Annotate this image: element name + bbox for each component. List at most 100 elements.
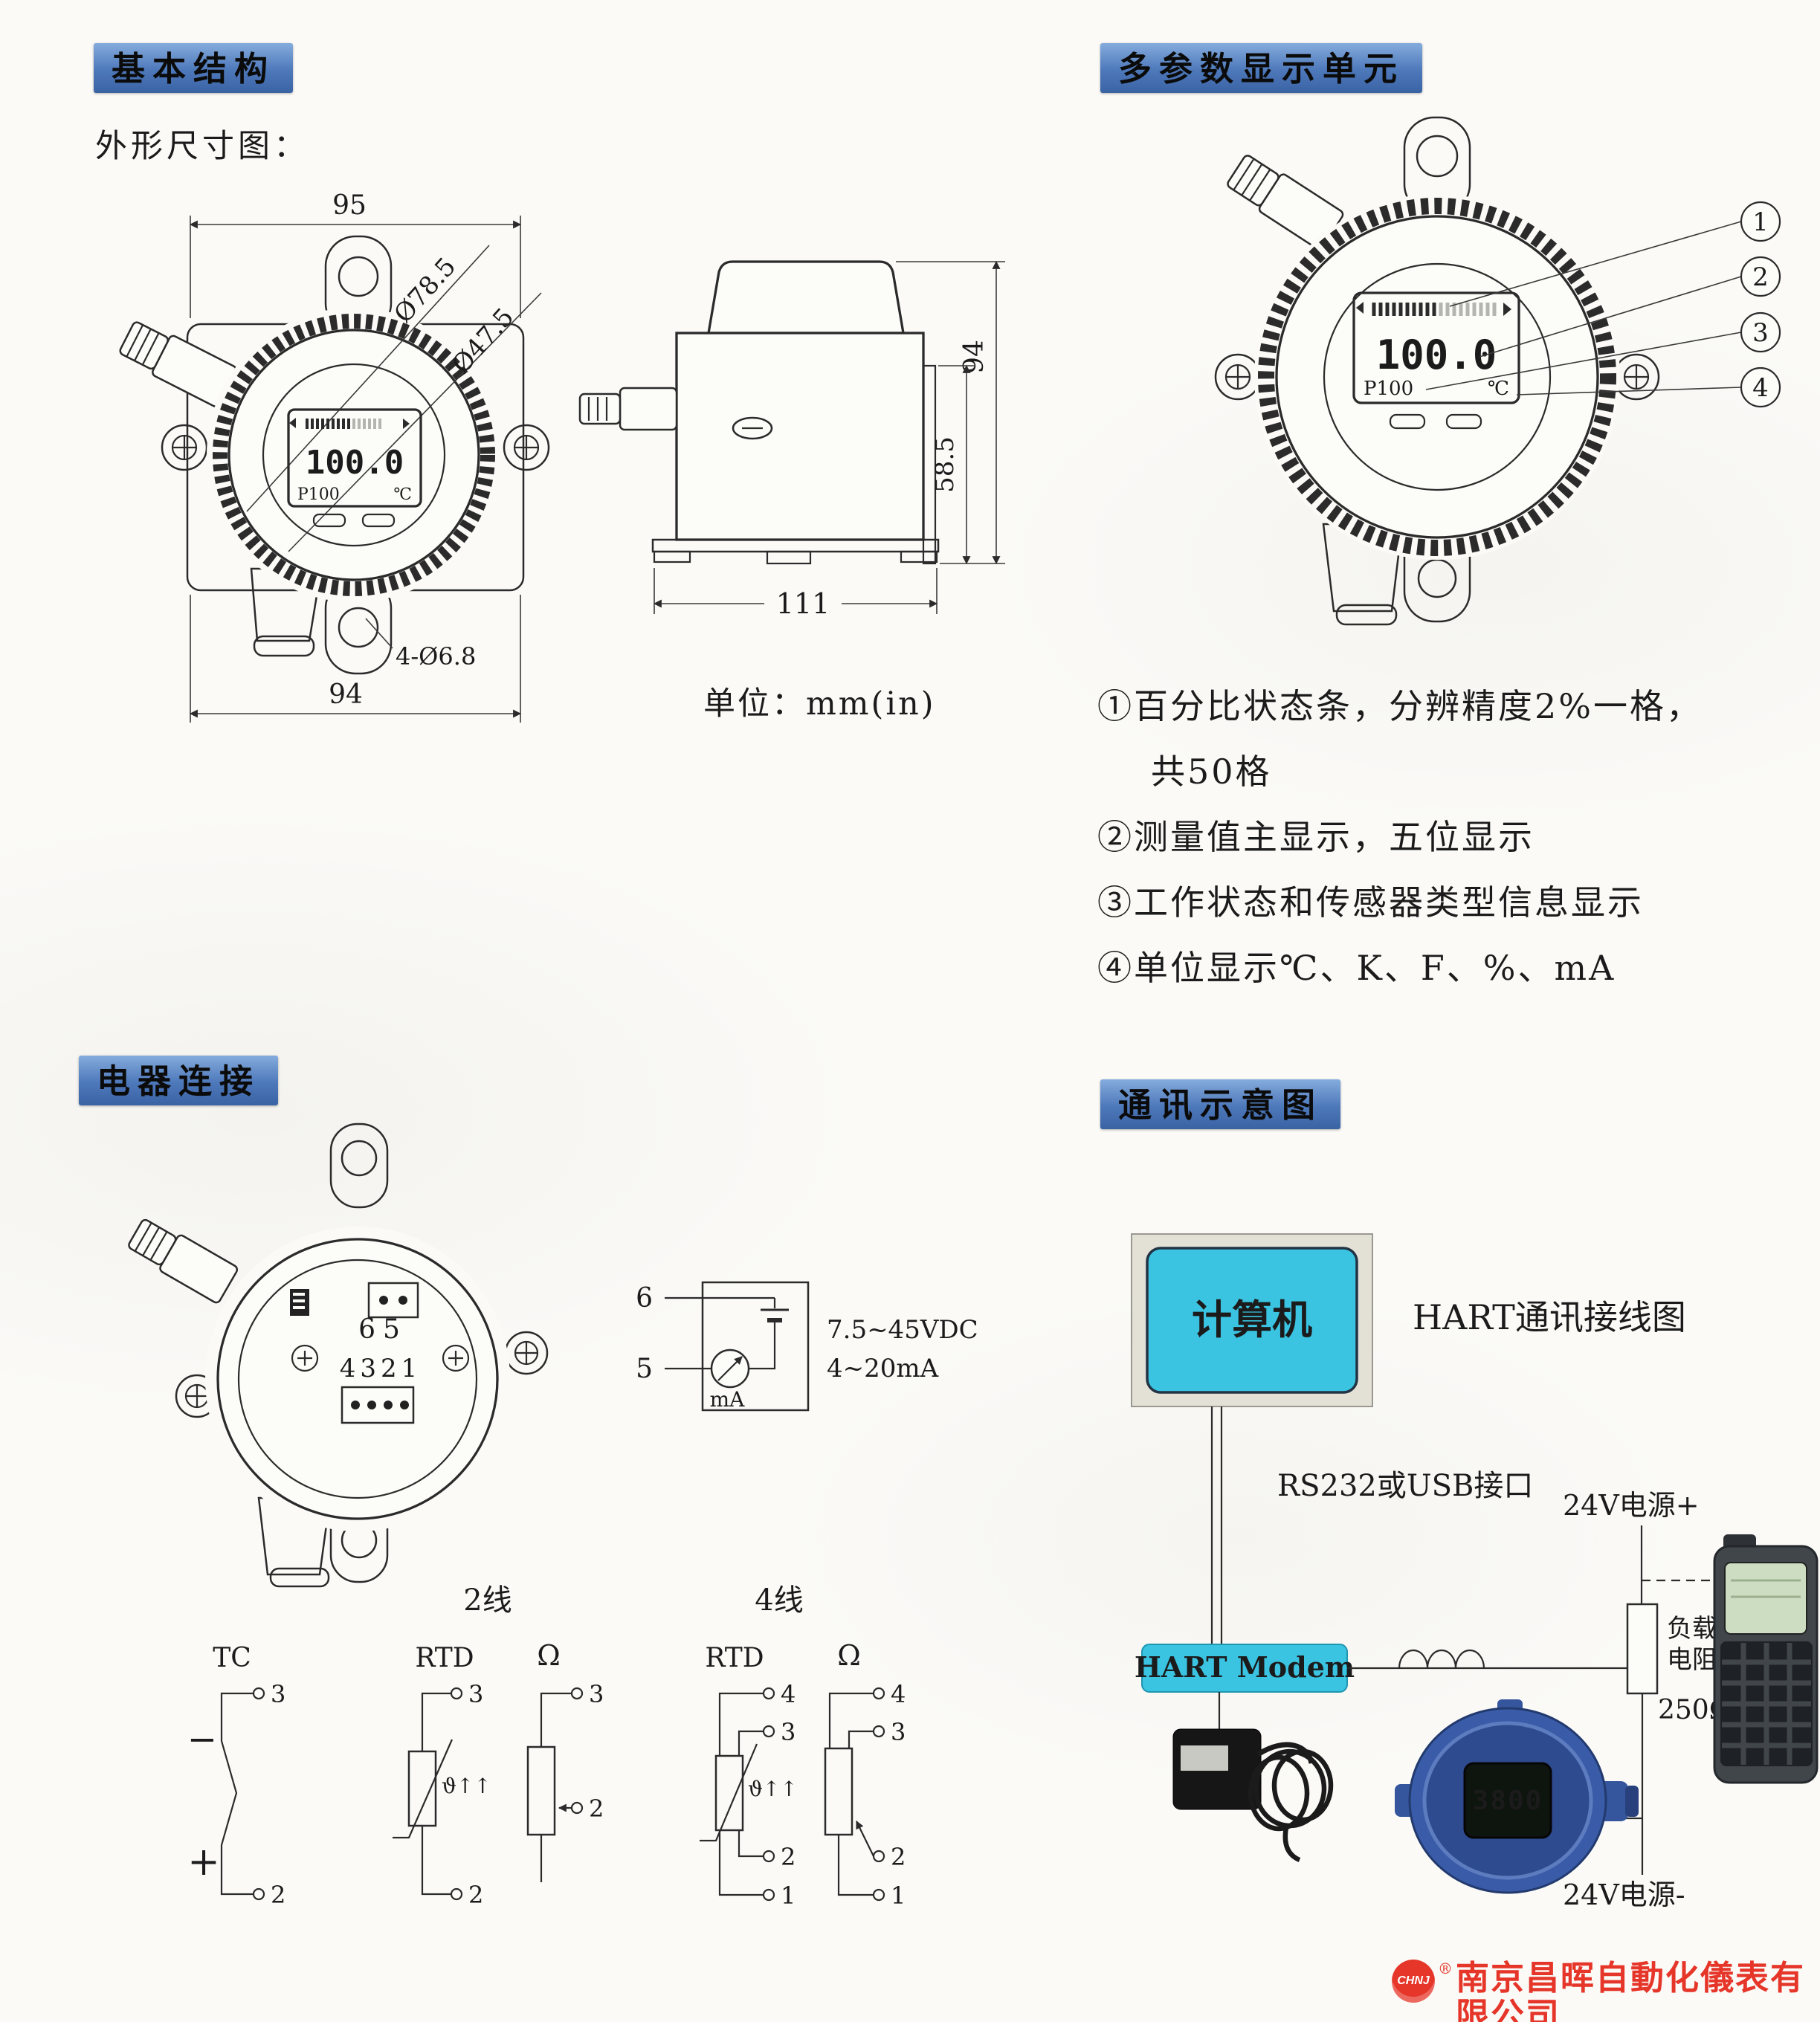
handheld-screen <box>1724 1562 1807 1635</box>
dim-side-body-height-label: 58.5 <box>930 436 960 493</box>
front-button-left <box>312 513 346 528</box>
ohm2-terminal-3: 3 <box>589 1680 604 1708</box>
section-header-display-unit: 多参数显示单元 <box>1100 43 1423 93</box>
board-screw-right-icon <box>442 1344 470 1372</box>
ohm-4wire: Ω 4 3 2 1 <box>824 1639 906 1910</box>
ohm4-terminal-4: 4 <box>891 1680 906 1708</box>
section-header-electrical-connection: 电器连接 <box>79 1056 279 1105</box>
dim-window-diameter-label: Ø47.5 <box>446 303 520 380</box>
dimension-drawings: 100.0 P100 ℃ 95 Ø78.5 Ø47.5 4-Ø6.8 94 <box>119 190 1005 723</box>
load-resistor <box>1626 1603 1659 1695</box>
left-mount-screw-icon <box>1214 353 1262 401</box>
callout-3: 3 <box>1752 318 1769 348</box>
sensor-terminal-block <box>341 1386 415 1424</box>
company-logo: CHNJ <box>1392 1960 1435 2003</box>
rtd2-label: RTD <box>415 1643 474 1673</box>
note-line-5: ④单位显示℃、K、F、%、mA <box>1097 948 1616 988</box>
note-line-2: 共50格 <box>1151 752 1272 792</box>
lcd-sensor-type: P100 <box>297 485 340 504</box>
left-mount-screw-icon <box>161 424 208 471</box>
handheld-communicator-photo <box>1713 1534 1819 1784</box>
bargraph-left-arrow-icon <box>289 418 296 428</box>
dim-outer-diameter-label: Ø78.5 <box>388 252 462 329</box>
callout-2: 2 <box>1752 262 1769 292</box>
section-header-electrical-connection-label: 电器连接 <box>97 1062 261 1101</box>
bargraph-left-arrow-icon <box>1356 302 1364 314</box>
label-4wire: 4线 <box>755 1583 803 1618</box>
rtd2-symbol: ϑ↑↑ <box>442 1774 491 1798</box>
load-label-line1: 负载 <box>1667 1614 1717 1644</box>
load-label-line2: 电阻 <box>1667 1645 1717 1675</box>
note-line-1: ①百分比状态条，分辨精度2%一格， <box>1097 686 1703 726</box>
interface-label: RS232或USB接口 <box>1277 1469 1533 1503</box>
board-pins-bottom-label: 4321 <box>340 1354 422 1383</box>
dim-holes-label: 4-Ø6.8 <box>396 642 476 671</box>
right-mount-screw-icon <box>1613 353 1660 401</box>
ohm4-terminal-3: 3 <box>891 1718 906 1746</box>
side-view-drawing <box>578 260 940 565</box>
rtd4-terminal-1: 1 <box>781 1882 796 1910</box>
lcd-display: 100.0 P100 ℃ <box>287 408 422 508</box>
rtd2-terminal-3: 3 <box>468 1680 483 1708</box>
dim-bottom-width-label: 94 <box>329 679 363 710</box>
transmitter-photo: 3800 <box>1395 1699 1639 1894</box>
bargraph-right-arrow-icon <box>1503 303 1511 316</box>
rtd2-terminal-2: 2 <box>468 1881 483 1909</box>
lcd-value: 100.0 <box>1376 332 1497 378</box>
front-button-right <box>1445 413 1482 430</box>
callout-markers: 1 2 3 4 <box>1740 201 1781 408</box>
cover-screw-icon <box>732 416 773 440</box>
company-logo-text: CHNJ <box>1397 1974 1430 1987</box>
ohm-2wire: Ω 3 2 <box>526 1639 604 1882</box>
unit-note: 单位：mm(in) <box>703 685 936 723</box>
section-header-display-unit-label: 多参数显示单元 <box>1118 49 1405 88</box>
rtd4-terminal-4: 4 <box>781 1680 796 1708</box>
lcd-sensor-type: P100 <box>1364 378 1413 400</box>
hart-diagram-title: HART通讯接线图 <box>1413 1297 1686 1337</box>
loop-power-diagram: 6 5 mA 7.5~45VDC 4~20mA <box>636 1281 978 1412</box>
rtd-4wire: RTD 4 3 2 1 ϑ↑↑ <box>700 1643 798 1910</box>
callout-leader-lines <box>1425 221 1742 395</box>
computer-node: 计算机 <box>1131 1233 1373 1407</box>
terminal-back-view: 65 4321 <box>128 1123 549 1588</box>
dim-side-total-height-label: 94 <box>959 340 990 374</box>
callout-1: 1 <box>1752 207 1769 237</box>
section-header-basic-structure: 基本结构 <box>94 43 294 93</box>
side-cable-gland <box>578 387 678 431</box>
bargraph-filled <box>306 419 350 429</box>
lcd-unit: ℃ <box>393 485 412 504</box>
side-view-dimensions: 94 58.5 111 <box>653 260 1005 620</box>
tc-wiring: TC 3 2 − + <box>187 1643 285 1909</box>
bargraph-right-arrow-icon <box>403 419 410 429</box>
dim-top-width-label: 95 <box>332 190 367 221</box>
tc-terminal-3: 3 <box>271 1680 285 1708</box>
company-name-cn: 南京昌晖自動化儀表有限公司 <box>1456 1958 1806 2022</box>
loop-terminal-block <box>367 1282 419 1319</box>
tc-label: TC <box>213 1643 251 1673</box>
note-line-4: ③工作状态和传感器类型信息显示 <box>1097 882 1644 923</box>
bargraph-empty <box>352 419 381 429</box>
cable-gland <box>128 1218 239 1304</box>
loop-voltage-label: 7.5~45VDC <box>827 1315 978 1345</box>
loop-terminal-5: 5 <box>636 1354 653 1384</box>
hart-modem-node: HART Modem <box>1135 1644 1355 1693</box>
display-unit-drawing: 100.0 P100 ℃ 1 2 3 4 <box>1214 116 1781 626</box>
electrical-connection-drawings: 65 4321 6 5 <box>128 1123 978 1910</box>
bargraph-filled <box>1372 303 1436 316</box>
right-mount-screw-icon <box>503 424 550 471</box>
ohm2-label: Ω <box>537 1639 561 1672</box>
dim-side-width-label: 111 <box>776 587 830 620</box>
front-view-drawing: 100.0 P100 ℃ <box>119 235 550 675</box>
rtd4-terminal-2: 2 <box>781 1843 796 1871</box>
transmitter-reading: 3800 <box>1473 1786 1543 1816</box>
sensor-wiring-diagrams: 2线 4线 TC 3 2 − + RTD 3 2 ϑ↑ <box>187 1583 906 1910</box>
lcd-unit: ℃ <box>1488 378 1509 400</box>
ammeter-label: mA <box>710 1387 746 1412</box>
rtd4-terminal-3: 3 <box>781 1718 796 1746</box>
hart-modem-photo <box>1172 1692 1334 1862</box>
outline-dimension-subtitle: 外形尺寸图： <box>95 128 309 165</box>
front-button-right <box>361 513 396 528</box>
registered-mark: ® <box>1438 1960 1453 1977</box>
right-mount-screw-icon <box>504 1331 549 1375</box>
